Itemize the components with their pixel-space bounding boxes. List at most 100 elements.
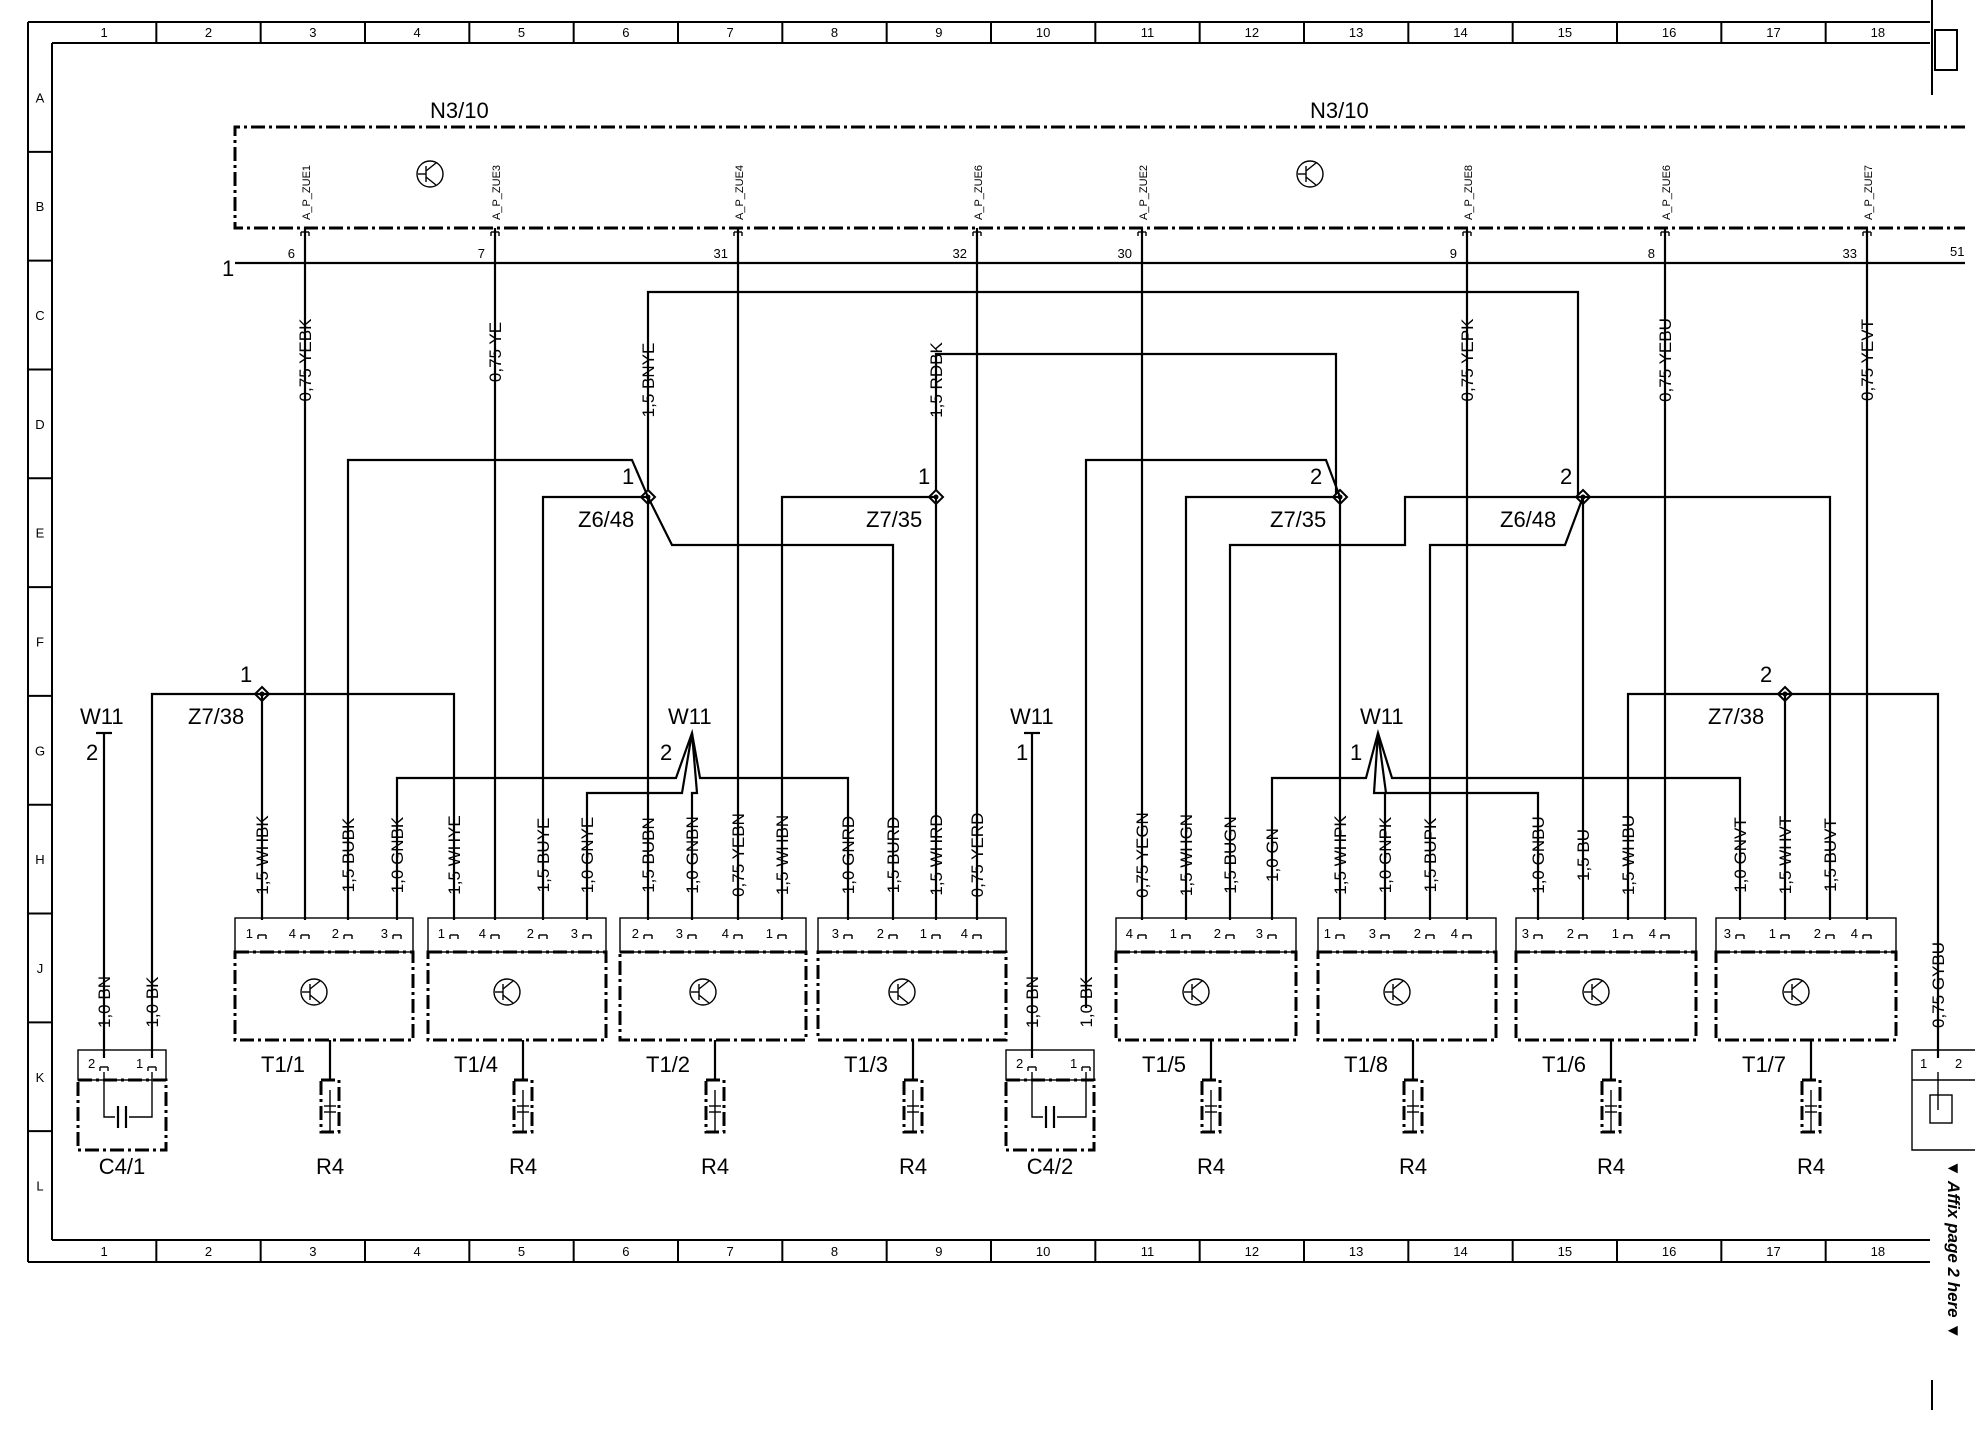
transistor-symbol-collector [1392,980,1404,990]
shield-label: W11 [80,704,124,729]
shield-label: W11 [1010,704,1054,729]
column-number: 5 [518,25,525,40]
wire-bupk-branch [1428,496,1585,920]
ignition-coil-label: T1/2 [646,1052,690,1077]
coil-pin-number: 4 [289,926,296,941]
junction-number: 2 [1560,464,1572,489]
spark-plug-label: R4 [701,1154,729,1179]
row-letter: K [36,1070,45,1085]
coil-pin-number: 3 [1256,926,1263,941]
coil-pin-number: 4 [1851,926,1858,941]
coil-pin-number: 4 [479,926,486,941]
wire-whye-bk [150,692,456,1058]
row-letter: A [36,90,45,105]
wire-label: 1,5 BUPK [1421,817,1440,892]
transistor-symbol [1782,978,1810,1006]
wire-label: 0,75 YEBK [296,318,315,402]
wire-label: 1,5 RDBK [927,342,946,418]
ignition-coil-label: T1/1 [261,1052,305,1077]
wire-label: 0,75 YEBU [1656,318,1675,402]
column-number: 3 [309,1244,316,1259]
wire-label: 0,75 YEBN [729,813,748,897]
coil-pin-number: 3 [1369,926,1376,941]
transistor-symbol-collector [1305,162,1317,172]
connector-signal-label: A_P_ZUE7 [1863,165,1875,220]
column-number: 13 [1349,1244,1363,1259]
wire-label: 1,5 WHGN [1177,814,1196,896]
column-number: 2 [205,25,212,40]
transistor-symbol-collector [897,980,909,990]
coil-pin-number: 3 [571,926,578,941]
capacitor-pin-number: 2 [88,1056,95,1071]
affix-page-note: ▼ Affix page 2 here ▼ [1944,1160,1963,1339]
junction-label: Z7/38 [188,704,244,729]
column-number: 4 [414,1244,421,1259]
column-number: 6 [622,1244,629,1259]
control-module-outline [233,125,1965,230]
row-letter: C [35,308,44,323]
junction-label: Z7/38 [1708,704,1764,729]
connector-signal-label: A_P_ZUE4 [734,165,746,220]
connector-pin-number: 30 [1118,246,1132,261]
coil-pin-number: 2 [632,926,639,941]
bus-pin-start: 1 [222,256,234,281]
ignition-coil-box [1514,950,1698,1042]
wire-rdbk [934,352,1338,497]
transistor-symbol-emitter [1591,994,1603,1004]
wire-bk-branch [1084,458,1342,1008]
coil-pin-number: 1 [438,926,445,941]
connector-signal-label: A_P_ZUE3 [491,165,503,220]
column-number: 1 [101,1244,108,1259]
transistor-symbol [1296,160,1324,188]
column-number: 12 [1245,1244,1259,1259]
capacitor-pin-number: 2 [1016,1056,1023,1071]
spark-plug-label: R4 [316,1154,344,1179]
transistor-symbol-collector [502,980,514,990]
wire-bugn-branch [1228,495,1583,920]
wire-label: 0,75 YE [486,322,505,382]
spark-plug-label: R4 [1797,1154,1825,1179]
bus-pin-end: 51 [1950,244,1964,259]
column-number: 7 [727,1244,734,1259]
connector-signal-label: A_P_ZUE8 [1463,165,1475,220]
column-number: 5 [518,1244,525,1259]
spark-plug-label: R4 [1597,1154,1625,1179]
wire-label: 0,75 GYBU [1929,942,1948,1028]
coil-pin-number: 4 [722,926,729,941]
wire-label: 1,5 WHVT [1776,816,1795,894]
row-letter: J [37,961,44,976]
coil-pin-number: 2 [1814,926,1821,941]
wire-whbu-gybu [1626,692,1940,1058]
coil-pin-number: 1 [766,926,773,941]
coil-pin-number: 2 [1214,926,1221,941]
wire-label: 1,0 BN [95,976,114,1028]
shield-label: W11 [1360,704,1404,729]
shield-number: 1 [1016,740,1028,765]
wire-label: 1,5 BUGN [1221,816,1240,893]
coil-pin-number: 2 [1414,926,1421,941]
ignition-coil-label: T1/8 [1344,1052,1388,1077]
spark-plug-label: R4 [1399,1154,1427,1179]
connector-signal-label: A_P_ZUE1 [301,165,313,220]
coil-pin-number: 2 [877,926,884,941]
ignition-coil-label: T1/4 [454,1052,498,1077]
column-number: 11 [1141,25,1155,40]
column-number: 8 [831,1244,838,1259]
transistor-symbol-emitter [1191,994,1203,1004]
spark-plug-label: R4 [1197,1154,1225,1179]
coil-pin-number: 4 [1451,926,1458,941]
ignition-coil-box [1114,950,1298,1042]
wire-label: 1,0 GNBK [388,816,407,893]
wire-label: 1,0 GNBU [1529,816,1548,893]
coil-pin-number: 3 [676,926,683,941]
ignition-coil-box [233,950,415,1042]
column-number: 16 [1662,1244,1676,1259]
row-letter: G [35,743,45,758]
column-number: 6 [622,25,629,40]
transistor-symbol [888,978,916,1006]
transistor-symbol-emitter [1791,994,1803,1004]
transistor-symbol-emitter [309,994,321,1004]
transistor-symbol-emitter [502,994,514,1004]
column-number: 15 [1558,1244,1572,1259]
column-number: 1 [101,25,108,40]
